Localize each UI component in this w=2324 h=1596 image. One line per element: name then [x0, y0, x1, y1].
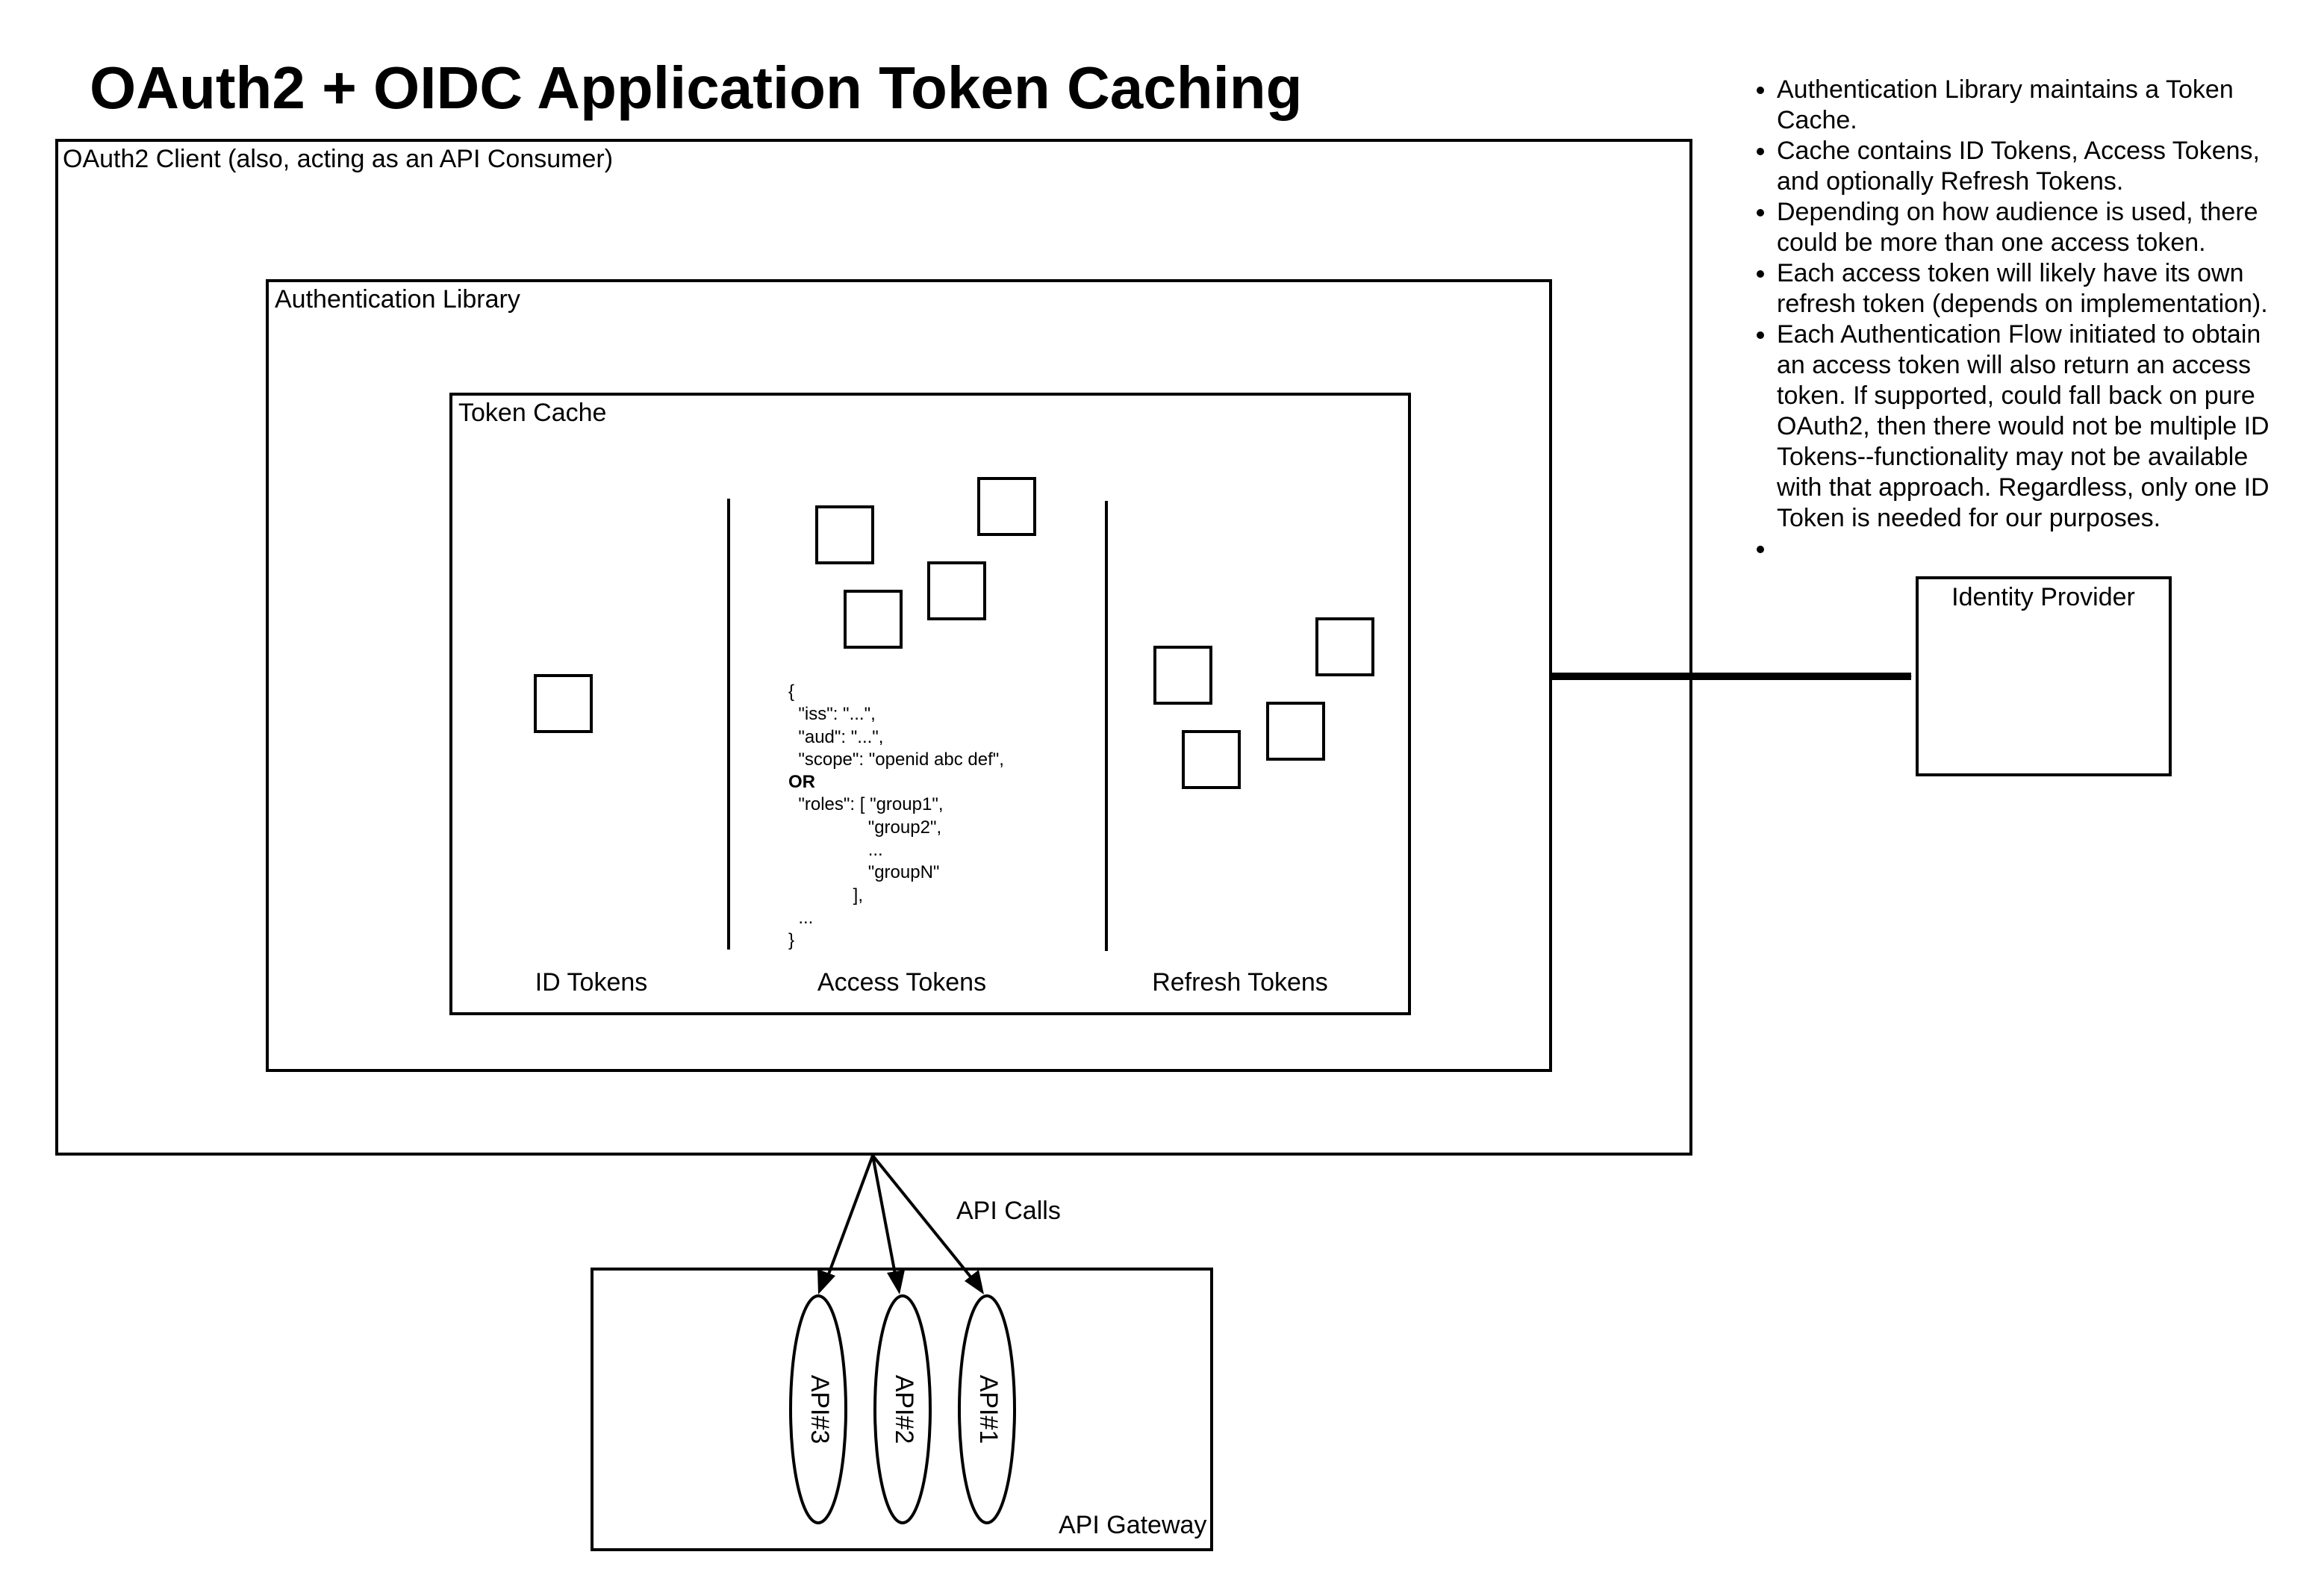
access-token-json-snippet: { "iss": "...", "aud": "...", "scope": "…: [788, 681, 1004, 953]
json-line: ...: [788, 840, 883, 861]
access-token-square[interactable]: [815, 505, 874, 564]
api-ellipse-1[interactable]: [958, 1294, 1016, 1524]
api-call-arrowhead-2: [887, 1270, 905, 1294]
note-item: Depending on how audience is used, there…: [1777, 197, 2292, 258]
note-item: Each access token will likely have its o…: [1777, 258, 2292, 319]
refresh-token-square[interactable]: [1182, 730, 1241, 789]
json-line: "roles": [ "group1",: [788, 794, 944, 815]
json-line: ],: [788, 885, 864, 905]
oauth2-client-label: OAuth2 Client (also, acting as an API Co…: [63, 145, 614, 173]
refresh-tokens-label: Refresh Tokens: [1152, 968, 1328, 997]
identity-provider-label: Identity Provider: [1951, 583, 2135, 611]
api-call-arrowhead-1: [965, 1270, 984, 1294]
token-cache-label: Token Cache: [458, 399, 607, 427]
api-ellipse-3[interactable]: [789, 1294, 847, 1524]
note-item: Each Authentication Flow initiated to ob…: [1777, 319, 2292, 534]
api-gateway-label: API Gateway: [1059, 1511, 1207, 1539]
api-call-arrow-2: [871, 1155, 897, 1279]
authentication-library-label: Authentication Library: [275, 285, 520, 314]
api-ellipse-2[interactable]: [873, 1294, 932, 1524]
oauth2-client-box[interactable]: [55, 139, 1692, 1156]
access-token-square[interactable]: [927, 561, 986, 620]
api-label-3: API#3: [806, 1375, 834, 1444]
page-title: OAuth2 + OIDC Application Token Caching: [90, 54, 1303, 121]
api-calls-label: API Calls: [956, 1197, 1061, 1225]
json-line-or: OR: [788, 772, 815, 793]
json-line: {: [788, 682, 795, 702]
identity-provider-box[interactable]: [1916, 576, 2172, 776]
refresh-token-square[interactable]: [1153, 646, 1212, 705]
api-label-1: API#1: [974, 1375, 1003, 1444]
id-token-square[interactable]: [534, 674, 593, 733]
access-token-square[interactable]: [844, 590, 903, 649]
note-item: Cache contains ID Tokens, Access Tokens,…: [1777, 136, 2292, 197]
refresh-token-square[interactable]: [1266, 702, 1325, 761]
json-line: "groupN": [788, 862, 940, 883]
api-label-2: API#2: [890, 1375, 918, 1444]
json-line: ...: [788, 907, 814, 928]
json-line: "group2",: [788, 817, 942, 838]
access-token-square[interactable]: [977, 477, 1036, 536]
api-call-arrow-3: [826, 1155, 874, 1279]
id-tokens-label: ID Tokens: [535, 968, 648, 997]
note-item: Authentication Library maintains a Token…: [1777, 75, 2292, 136]
json-line: "aud": "...",: [788, 726, 884, 747]
json-line: "iss": "...",: [788, 704, 876, 725]
notes-list: Authentication Library maintains a Token…: [1739, 75, 2292, 564]
access-tokens-label: Access Tokens: [817, 968, 987, 997]
refresh-token-square[interactable]: [1315, 617, 1374, 676]
api-call-arrowhead-3: [817, 1269, 835, 1294]
token-cache-box[interactable]: [449, 393, 1411, 1015]
authentication-library-box[interactable]: [266, 279, 1552, 1072]
json-line: "scope": "openid abc def",: [788, 749, 1004, 770]
api-call-arrow-1: [871, 1154, 974, 1281]
json-line: }: [788, 930, 795, 951]
api-gateway-box[interactable]: [591, 1268, 1213, 1551]
